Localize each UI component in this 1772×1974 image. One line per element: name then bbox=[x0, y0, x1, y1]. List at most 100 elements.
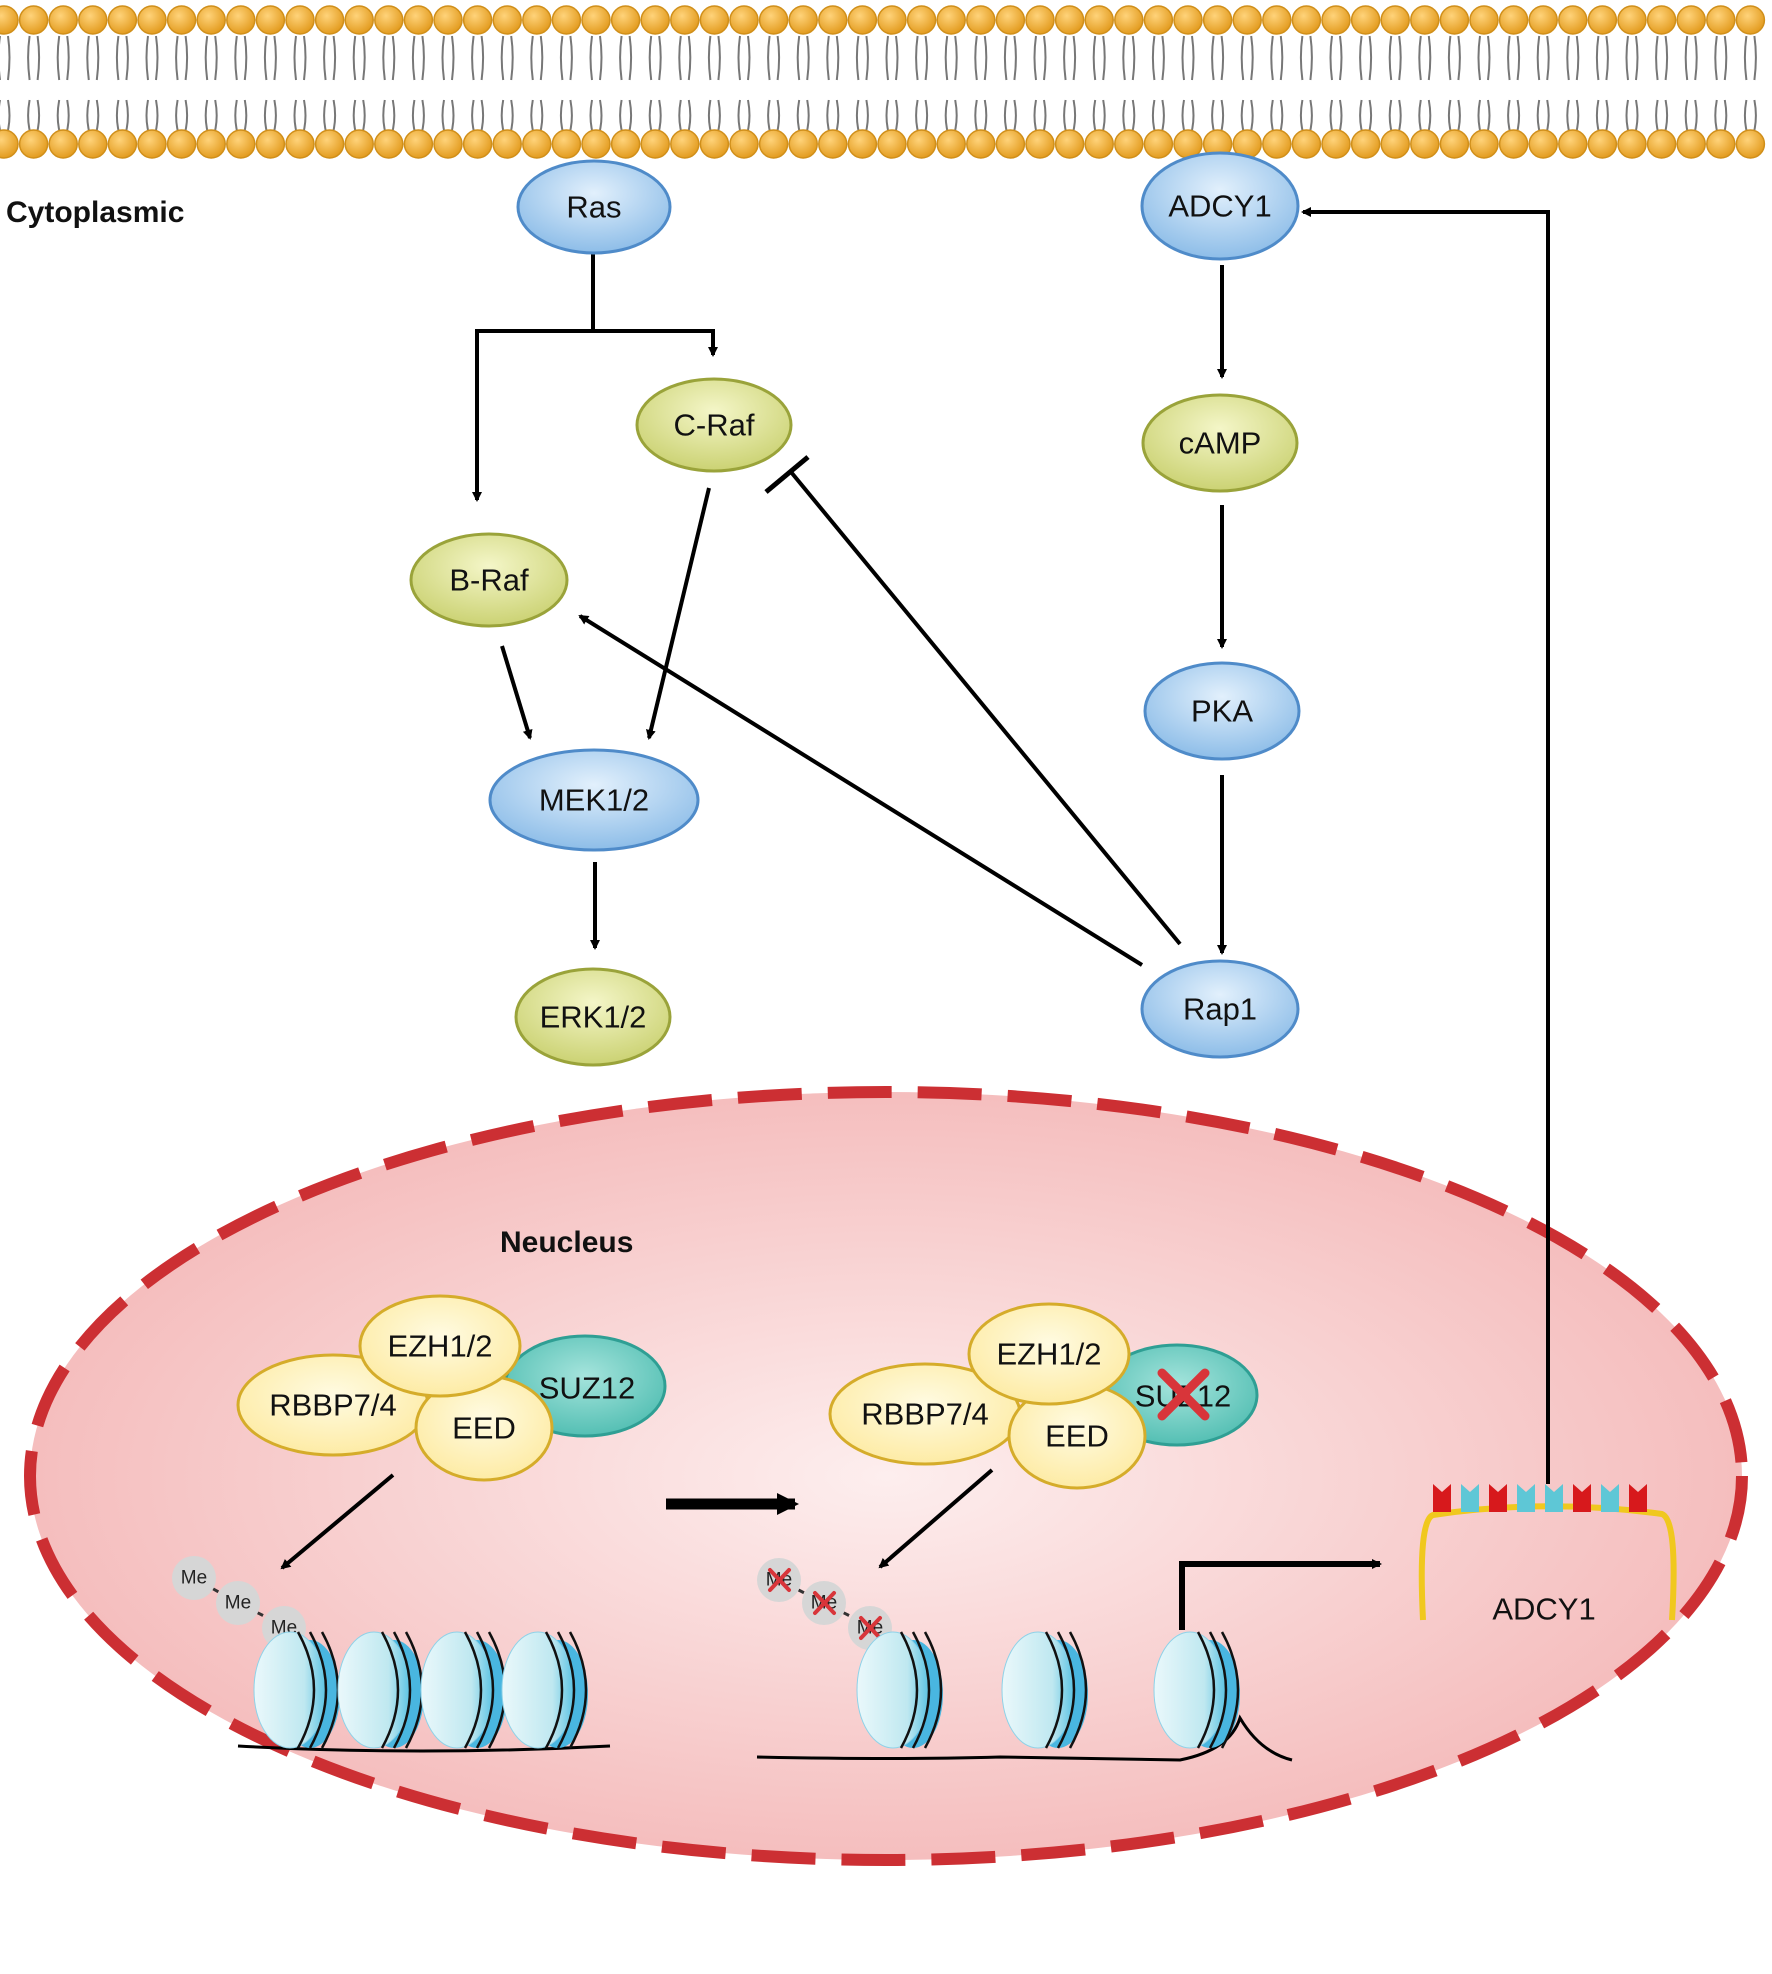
node-erk: ERK1/2 bbox=[514, 967, 672, 1067]
gene-mark bbox=[1517, 1484, 1535, 1512]
lipid-head bbox=[1735, 5, 1766, 35]
lipid-head bbox=[48, 129, 78, 159]
arrow-ras-to-braf bbox=[472, 253, 595, 502]
rbbp-label-2: RBBP7/4 bbox=[861, 1397, 989, 1432]
lipid-head bbox=[1528, 5, 1558, 35]
inhibition-rap1-to-craf bbox=[789, 470, 1182, 946]
lipid-head bbox=[758, 5, 789, 35]
lipid-head bbox=[1114, 5, 1144, 35]
lipid-head bbox=[847, 129, 878, 159]
lipid-head bbox=[137, 129, 167, 159]
lipid-head bbox=[107, 5, 138, 35]
lipid-head bbox=[374, 129, 404, 159]
node-mek: MEK1/2 bbox=[488, 748, 700, 852]
lipid-head bbox=[0, 129, 19, 159]
lipid-head bbox=[1410, 5, 1440, 35]
methyl-label-1: Me bbox=[181, 1568, 207, 1589]
lipid-head bbox=[1646, 5, 1677, 35]
lipid-head bbox=[818, 5, 848, 35]
lipid-head bbox=[936, 129, 966, 159]
node-craf: C-Raf bbox=[635, 377, 793, 473]
lipid-head bbox=[1676, 5, 1706, 35]
node-rap1: Rap1 bbox=[1140, 959, 1300, 1059]
node-adcy1-label: ADCY1 bbox=[1168, 189, 1271, 224]
lipid-head bbox=[137, 5, 167, 35]
lipid-head bbox=[966, 5, 996, 35]
lipid-head bbox=[1114, 129, 1144, 159]
arrow-braf-to-mek bbox=[500, 645, 533, 740]
lipid-head bbox=[818, 129, 848, 159]
lipid-head bbox=[1706, 5, 1736, 35]
lipid-head bbox=[699, 5, 730, 35]
lipid-head bbox=[226, 129, 256, 159]
nucleosome bbox=[856, 1631, 943, 1749]
lipid-head bbox=[640, 129, 670, 159]
lipid-head bbox=[1173, 5, 1203, 35]
suz12-label: SUZ12 bbox=[539, 1371, 635, 1406]
gene-mark bbox=[1461, 1484, 1479, 1512]
eed-label: EED bbox=[452, 1411, 516, 1446]
nucleosome bbox=[1001, 1631, 1088, 1749]
lipid-head bbox=[166, 129, 197, 159]
lipid-head bbox=[729, 129, 759, 159]
lipid-head bbox=[581, 129, 611, 159]
eed-label-2: EED bbox=[1045, 1419, 1109, 1454]
lipid-head bbox=[995, 5, 1026, 35]
lipid-head bbox=[1350, 129, 1381, 159]
lipid-head bbox=[788, 129, 818, 159]
nucleosome bbox=[1153, 1631, 1240, 1749]
lipid-head bbox=[314, 5, 345, 35]
adcy1-gene-label: ADCY1 bbox=[1492, 1592, 1595, 1627]
prc2-complex-suz12-lost: EZH1/2 SUZ12 RBBP7/4 EED bbox=[828, 1302, 1259, 1490]
gene-mark bbox=[1545, 1484, 1563, 1512]
lipid-head bbox=[1291, 129, 1322, 159]
lipid-head bbox=[1054, 129, 1085, 159]
lipid-head bbox=[1646, 129, 1677, 159]
lipid-head bbox=[1498, 5, 1529, 35]
lipid-head bbox=[581, 5, 611, 35]
lipid-head bbox=[551, 5, 582, 35]
lipid-head bbox=[1084, 129, 1114, 159]
lipid-head bbox=[255, 129, 286, 159]
node-erk-label: ERK1/2 bbox=[540, 1000, 647, 1035]
lipid-head bbox=[966, 129, 996, 159]
adcy1-gene-locus: ADCY1 bbox=[1418, 1484, 1677, 1627]
node-camp-label: cAMP bbox=[1179, 426, 1262, 461]
gene-mark bbox=[1433, 1484, 1451, 1512]
lipid-head bbox=[1469, 129, 1499, 159]
lipid-head bbox=[1558, 5, 1588, 35]
lipid-head bbox=[1617, 129, 1647, 159]
lipid-head bbox=[1587, 5, 1618, 35]
lipid-head bbox=[788, 5, 818, 35]
lipid-head bbox=[522, 5, 552, 35]
lipid-head bbox=[1291, 5, 1322, 35]
lipid-head bbox=[433, 129, 463, 159]
arrow-gene-to-adcy1-protein bbox=[1301, 207, 1550, 1484]
lipid-head bbox=[1676, 129, 1706, 159]
open-chromatin bbox=[756, 1631, 1293, 1762]
node-braf: B-Raf bbox=[409, 532, 569, 628]
lipid-head bbox=[1321, 129, 1351, 159]
cell-membrane-lipid-bilayer bbox=[0, 5, 1766, 159]
lipid-head bbox=[758, 129, 789, 159]
lipid-head bbox=[18, 5, 49, 35]
lipid-head bbox=[196, 5, 226, 35]
gene-mark bbox=[1629, 1484, 1647, 1512]
lipid-head bbox=[344, 129, 374, 159]
node-camp: cAMP bbox=[1141, 393, 1299, 493]
node-adcy1: ADCY1 bbox=[1140, 151, 1300, 261]
lipid-head bbox=[1143, 5, 1174, 35]
arrow-ras-to-craf bbox=[593, 329, 718, 357]
lipid-head bbox=[78, 5, 108, 35]
node-ras-label: Ras bbox=[566, 190, 621, 225]
lipid-head bbox=[551, 129, 582, 159]
node-mek-label: MEK1/2 bbox=[539, 783, 649, 818]
lipid-head bbox=[285, 129, 315, 159]
ezh-label: EZH1/2 bbox=[387, 1329, 492, 1364]
lipid-head bbox=[670, 129, 700, 159]
arrow-craf-to-mek bbox=[646, 487, 711, 740]
lipid-head bbox=[729, 5, 759, 35]
nucleosome bbox=[337, 1631, 424, 1749]
node-pka-label: PKA bbox=[1191, 694, 1253, 729]
rbbp-label: RBBP7/4 bbox=[269, 1388, 397, 1423]
